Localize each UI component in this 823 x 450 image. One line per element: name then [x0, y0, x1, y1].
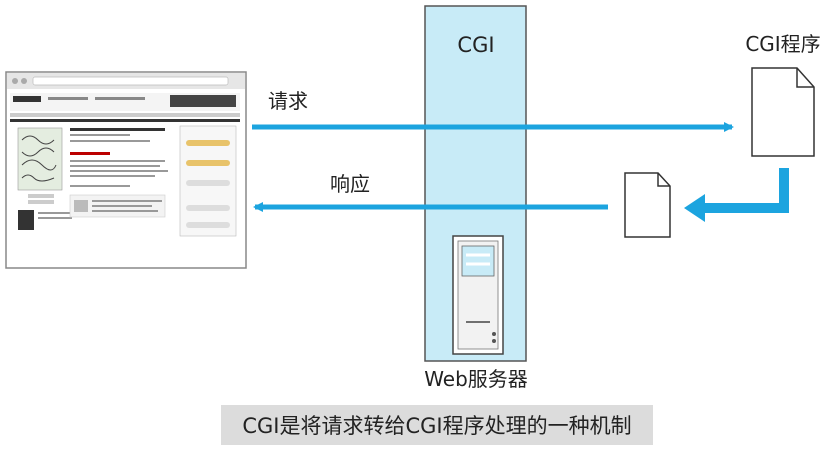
web-server-column: CGI — [424, 5, 527, 362]
browser-window — [5, 71, 247, 269]
output-document-icon — [624, 172, 671, 238]
server-tower-icon — [452, 235, 504, 355]
cgi-program-document-icon — [751, 67, 815, 157]
web-server-label: Web服务器 — [424, 367, 528, 391]
caption: CGI是将请求转给CGI程序处理的一种机制 — [221, 405, 653, 445]
program-output-arrow — [684, 168, 789, 222]
response-label: 响应 — [330, 172, 370, 196]
request-label: 请求 — [268, 89, 308, 113]
caption-text: CGI是将请求转给CGI程序处理的一种机制 — [242, 414, 632, 438]
server-label: CGI — [457, 33, 494, 57]
program-label: CGI程序 — [745, 32, 820, 56]
